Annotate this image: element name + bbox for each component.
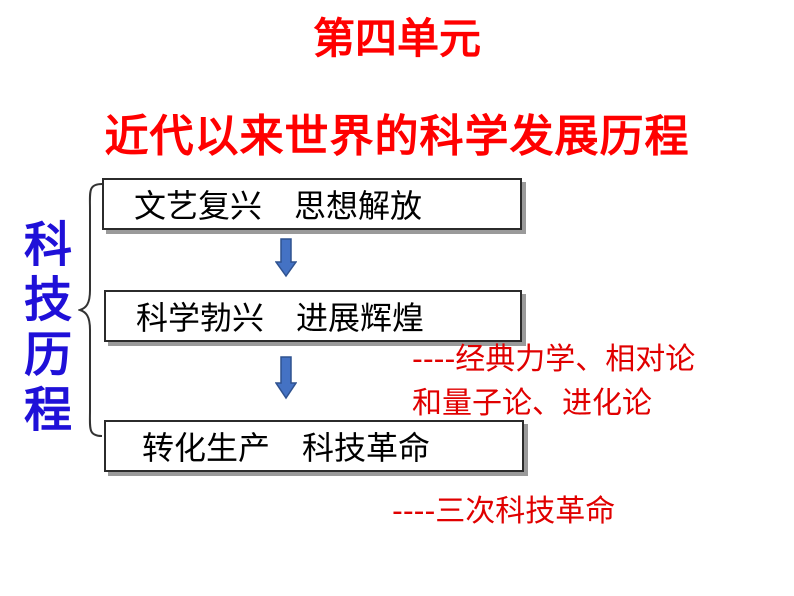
note-tech-revolutions: ----三次科技革命 [392,494,616,529]
side-label: 科 技 历 程 [18,218,78,438]
note-quantum-evolution: 和量子论、进化论 [412,386,652,421]
stage-box-tech-revolution: 转化生产 科技革命 [104,420,524,472]
stage-box-science-rise: 科学勃兴 进展辉煌 [104,290,522,342]
side-label-char-1: 科 [23,217,72,273]
down-arrow-icon [275,238,297,278]
stage-box-renaissance: 文艺复兴 思想解放 [102,178,522,230]
unit-title: 第四单元 [312,14,481,63]
note-classical-mechanics: ----经典力学、相对论 [412,342,696,377]
down-arrow-icon [275,356,297,400]
main-title: 近代以来世界的科学发展历程 [104,111,690,162]
side-label-char-4: 程 [23,382,72,438]
curly-brace [78,183,103,437]
side-label-char-2: 技 [23,272,72,328]
side-label-char-3: 历 [23,327,72,383]
